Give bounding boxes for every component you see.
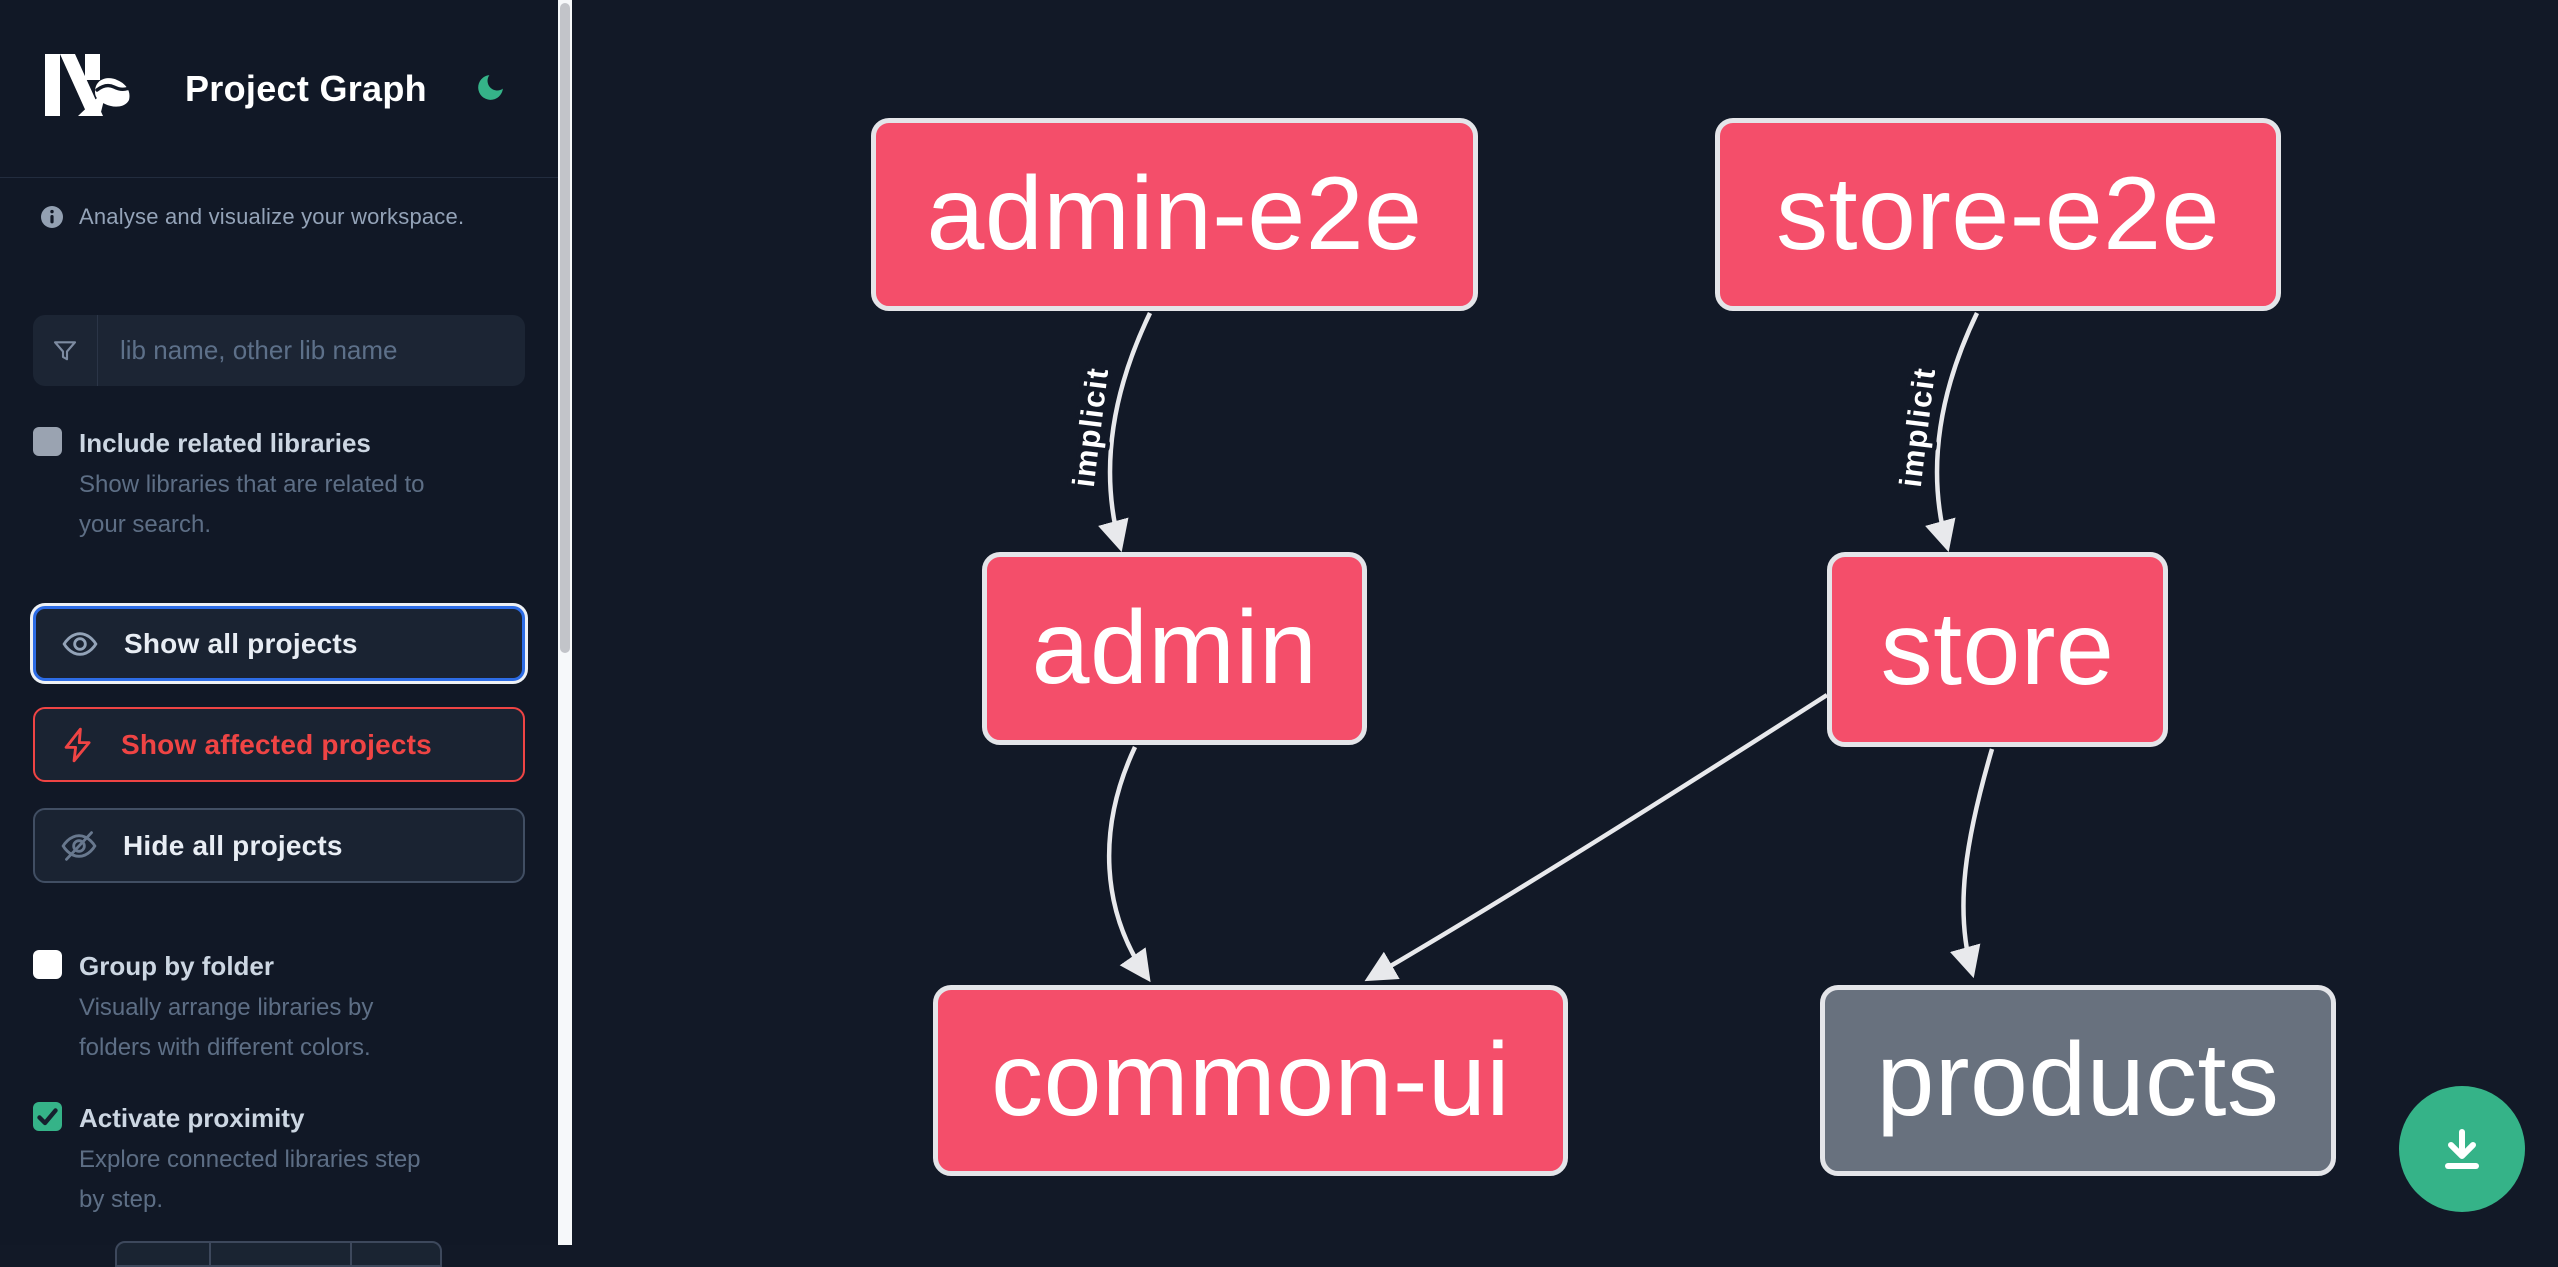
- toggle-include-related: Include related libraries Show libraries…: [33, 426, 447, 545]
- group-by-folder-checkbox[interactable]: [33, 950, 62, 979]
- node-label: admin: [1031, 590, 1318, 706]
- eye-icon: [62, 631, 98, 656]
- filter-funnel-icon: [53, 340, 77, 360]
- download-image-button[interactable]: [2399, 1086, 2525, 1212]
- stepper-divider: [350, 1243, 352, 1265]
- toggle-description: Show libraries that are related to your …: [79, 471, 425, 538]
- sidebar-scrollbar-thumb[interactable]: [560, 3, 570, 653]
- activate-proximity-checkbox[interactable]: [33, 1102, 62, 1131]
- stepper-divider: [209, 1243, 211, 1265]
- sidebar-scrollbar-track[interactable]: [558, 0, 572, 1245]
- graph-node-store-e2e[interactable]: store-e2e: [1715, 118, 2281, 311]
- edge-admin-e2e-to-admin[interactable]: [1098, 312, 1153, 553]
- graph-node-common-ui[interactable]: common-ui: [933, 985, 1568, 1176]
- toggle-description: Visually arrange libraries by folders wi…: [79, 994, 374, 1061]
- workspace-tagline-row: Analyse and visualize your workspace.: [40, 204, 464, 230]
- bolt-icon: [64, 727, 91, 762]
- toggle-label: Group by folder: [79, 951, 274, 981]
- edge-store-e2e-to-store[interactable]: [1925, 312, 1980, 553]
- workspace-tagline: Analyse and visualize your workspace.: [79, 204, 465, 229]
- show-all-projects-button[interactable]: Show all projects: [33, 606, 525, 681]
- toggle-activate-proximity: Activate proximity Explore connected lib…: [33, 1101, 447, 1220]
- edge-store-to-common-ui[interactable]: [1364, 693, 1829, 982]
- graph-node-products[interactable]: products: [1820, 985, 2336, 1176]
- hide-all-projects-button[interactable]: Hide all projects: [33, 808, 525, 883]
- toggle-label: Include related libraries: [79, 428, 371, 458]
- button-label: Hide all projects: [123, 829, 343, 861]
- node-label: store-e2e: [1776, 156, 2220, 272]
- eye-off-icon: [61, 830, 97, 861]
- toggle-group-by-folder: Group by folder Visually arrange librari…: [33, 949, 447, 1068]
- button-label: Show all projects: [124, 627, 358, 659]
- toggle-description: Explore connected libraries step by step…: [79, 1146, 421, 1213]
- toggle-label: Activate proximity: [79, 1103, 305, 1133]
- node-label: common-ui: [991, 1022, 1510, 1138]
- node-label: store: [1880, 591, 2115, 707]
- download-icon: [2445, 1129, 2479, 1169]
- node-label: admin-e2e: [926, 156, 1423, 272]
- edge-store-to-products[interactable]: [1950, 748, 1995, 979]
- page-title: Project Graph: [185, 68, 427, 109]
- nx-logo: [45, 54, 130, 116]
- sidebar: Project Graph Analyse and visualize your…: [0, 0, 558, 1267]
- graph-node-store[interactable]: store: [1827, 552, 2168, 747]
- show-affected-projects-button[interactable]: Show affected projects: [33, 707, 525, 782]
- edge-admin-to-common-ui[interactable]: [1106, 746, 1151, 983]
- graph-node-admin-e2e[interactable]: admin-e2e: [871, 118, 1478, 311]
- checkmark-icon: [37, 1108, 58, 1126]
- button-label: Show affected projects: [121, 728, 432, 760]
- sidebar-header: Project Graph: [0, 0, 558, 178]
- node-label: products: [1876, 1022, 2280, 1138]
- filter-icon-cell: [33, 315, 98, 386]
- include-related-checkbox[interactable]: [33, 427, 62, 456]
- theme-toggle-moon-icon[interactable]: [474, 71, 507, 104]
- graph-node-admin[interactable]: admin: [982, 552, 1367, 745]
- filter-searchbox: [33, 315, 525, 386]
- info-icon: [41, 206, 63, 228]
- search-input[interactable]: [98, 315, 525, 386]
